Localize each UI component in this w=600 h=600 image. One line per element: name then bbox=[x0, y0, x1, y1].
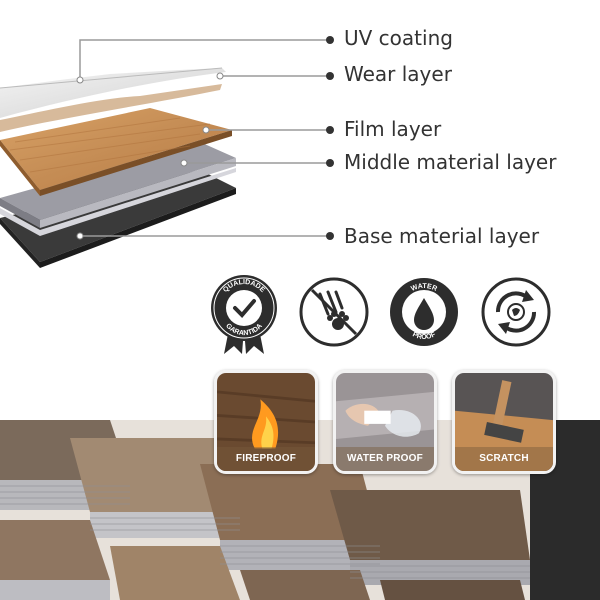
pointer-dots bbox=[76, 36, 334, 240]
layer-diagram bbox=[0, 36, 334, 268]
eco-recycle-icon bbox=[481, 277, 551, 347]
water-photo bbox=[336, 373, 434, 471]
middle-material-slab bbox=[0, 142, 236, 236]
label-middle-material-layer: Middle material layer bbox=[344, 150, 557, 174]
label-wear-layer: Wear layer bbox=[344, 62, 452, 86]
quality-seal-icon: QUALIDADE GARANTIDA bbox=[211, 275, 277, 354]
svg-text:WATER: WATER bbox=[410, 283, 438, 293]
scratch-photo bbox=[455, 373, 553, 471]
demo-waterproof-label: WATER PROOF bbox=[336, 447, 434, 471]
uv-coating-sheet bbox=[0, 67, 226, 118]
demo-fireproof: FIREPROOF bbox=[214, 370, 318, 474]
demo-scratch: SCRATCH bbox=[452, 370, 556, 474]
label-film-layer: Film layer bbox=[344, 117, 442, 141]
waterproof-bottom-text: PROOF bbox=[411, 331, 437, 341]
demo-fireproof-label: FIREPROOF bbox=[217, 447, 315, 471]
demo-scratch-label: SCRATCH bbox=[455, 447, 553, 471]
demo-waterproof: WATER PROOF bbox=[333, 370, 437, 474]
label-base-material-layer: Base material layer bbox=[344, 224, 540, 248]
waterproof-drop-icon: WATER PROOF bbox=[390, 278, 458, 346]
fire-photo bbox=[217, 373, 315, 471]
waterproof-top-text: WATER bbox=[410, 283, 438, 293]
scratch-resistant-icon bbox=[299, 277, 369, 347]
film-wood-slab bbox=[0, 108, 232, 196]
label-uv-coating: UV coating bbox=[344, 26, 453, 50]
pointer-lines bbox=[79, 39, 328, 237]
svg-text:PROOF: PROOF bbox=[411, 331, 437, 341]
base-material-slab bbox=[0, 170, 236, 268]
wear-layer-sheet bbox=[0, 84, 222, 132]
